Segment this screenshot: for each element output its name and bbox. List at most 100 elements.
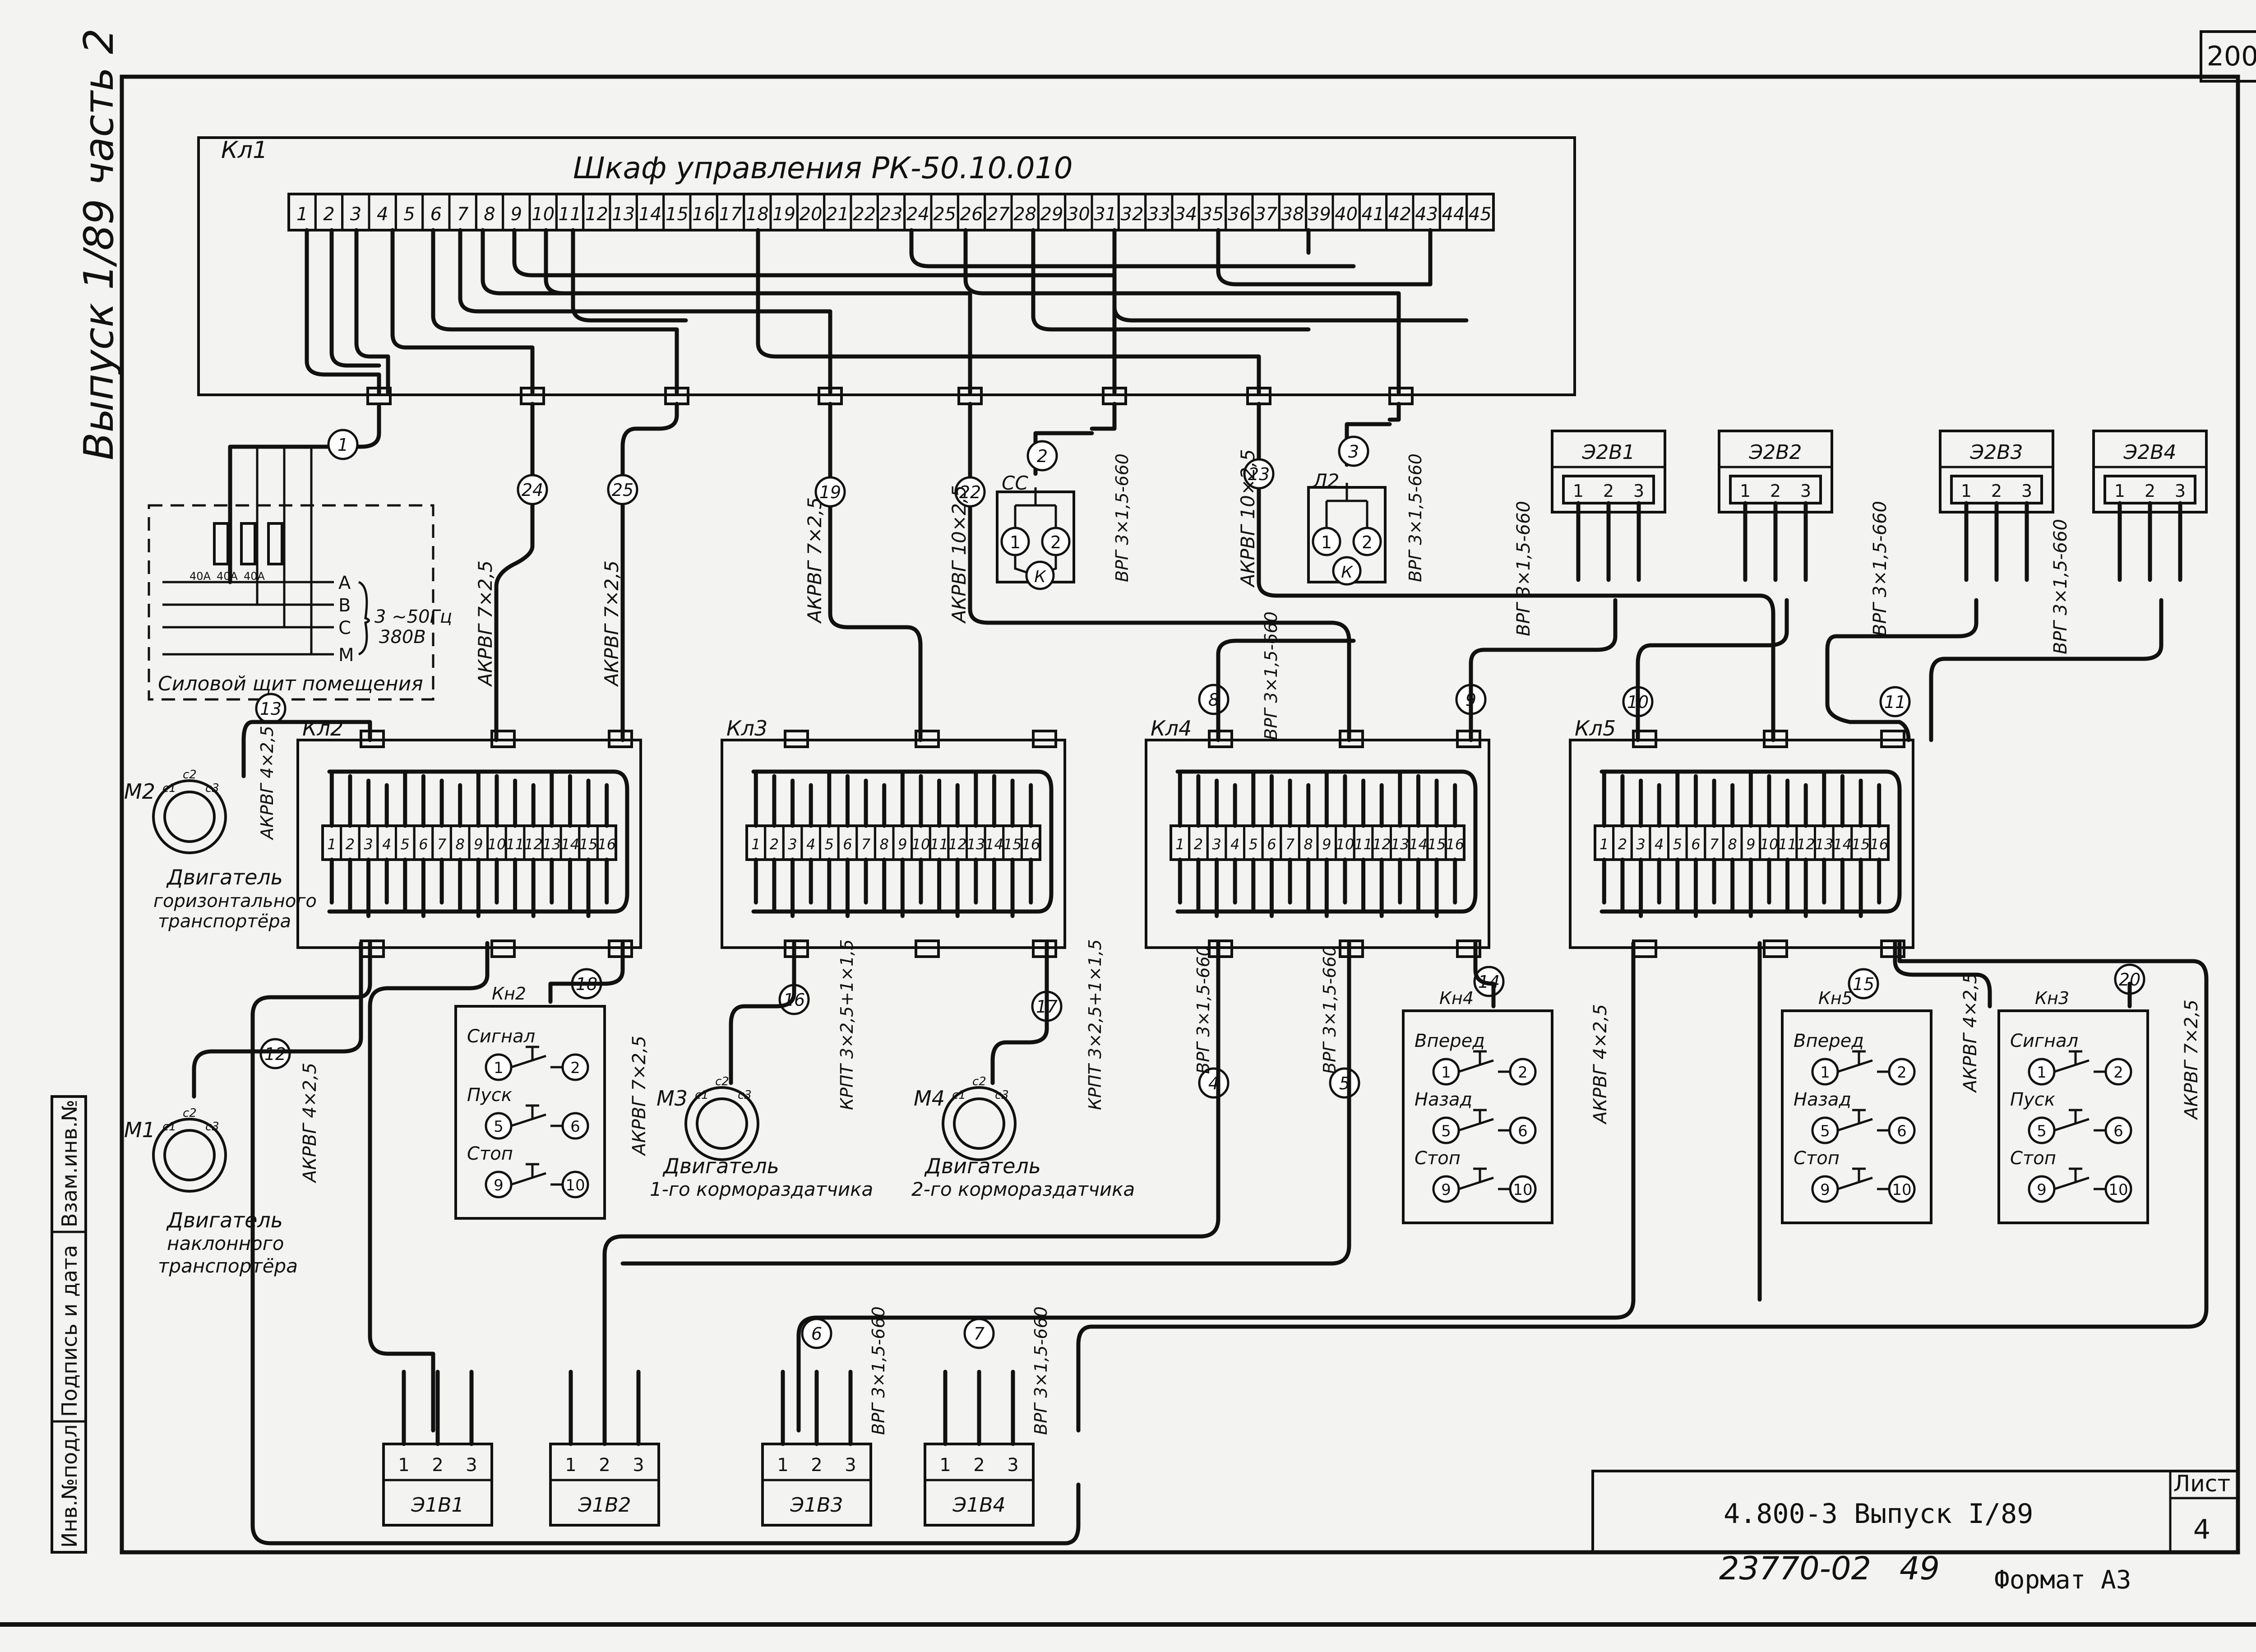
stamp-column: Взам.инв.№ Подпись и дата Инв.№подл — [51, 1095, 87, 1554]
junction-gland — [1456, 939, 1481, 958]
cabinet-terminal-label: 27 — [987, 204, 1010, 225]
station-contact-label: 6 — [2113, 1122, 2123, 1140]
junction-terminal-label: 1 — [751, 836, 760, 853]
cable-tag-circle — [1026, 440, 1058, 472]
junction-box-outline — [1569, 739, 1914, 949]
stamp-replace: Взам.инв.№ — [57, 1100, 82, 1227]
motor-c3: с3 — [995, 1088, 1009, 1102]
heater-top-terminal-label: 2 — [1991, 481, 2002, 501]
station-button-label: Назад — [1794, 1089, 1851, 1110]
cabinet-terminal-label: 37 — [1254, 204, 1277, 225]
heater-bottom-terminal-label: 2 — [599, 1455, 610, 1476]
l2-term-1: 1 — [1321, 532, 1332, 552]
motor-outer — [942, 1086, 1017, 1161]
heater-top-id: Э2В3 — [1970, 441, 2023, 464]
heater-bottom-terminal-label: 1 — [939, 1455, 951, 1476]
cabinet-terminal-label: 5 — [403, 204, 415, 225]
junction-terminal-label: 6 — [1691, 836, 1700, 853]
junction-terminal-label: 7 — [1710, 836, 1719, 853]
junction-terminal-label: 11 — [1778, 836, 1797, 853]
motor-id: М2 — [124, 779, 155, 804]
station-id: Кн4 — [1439, 988, 1474, 1008]
junction-gland — [1339, 939, 1364, 958]
signal-device-cc: 1 2 К СС — [996, 431, 1094, 590]
sheet-label: Лист — [2173, 1471, 2231, 1497]
junction-terminal-label: 13 — [1391, 836, 1409, 853]
cable-type-e2v1: ВРГ 3×1,5-660 — [1513, 501, 1534, 636]
cable-tag-6: 6 — [811, 1324, 822, 1344]
heater-top-terminal-label: 2 — [2145, 481, 2155, 501]
junction-gland — [490, 939, 516, 958]
cabinet-terminal-label: 33 — [1147, 204, 1170, 225]
cable-tag-22: 22 — [959, 482, 981, 502]
junction-gland — [1880, 939, 1905, 958]
station-button-label: Назад — [1415, 1089, 1472, 1110]
junction-terminal-label: 5 — [401, 836, 410, 853]
cable-type-13: АКРВГ 4×2,5 — [257, 726, 277, 841]
cable-type-4: ВРГ 3×1,5-660 — [1193, 945, 1213, 1074]
station-contact-label: 1 — [494, 1059, 504, 1077]
station-contact-label: 2 — [2113, 1064, 2123, 1082]
cable-type-7: ВРГ 3×1,5-660 — [1031, 1306, 1051, 1435]
station-switch — [1458, 1109, 1510, 1132]
junction-terminal-label: 3 — [1212, 836, 1221, 853]
junction-terminal-label: 10 — [912, 836, 930, 853]
heater-top-terminal-label: 1 — [1961, 481, 1972, 501]
cabinet-terminal-label: 22 — [853, 204, 876, 225]
station-contact-label: 9 — [1441, 1181, 1451, 1199]
junction-terminal-label: 6 — [843, 836, 852, 853]
junction-box-id: Кл3 — [726, 716, 767, 740]
junction-terminal-label: 16 — [1446, 836, 1464, 853]
heater-bottom-terminal-label: 3 — [1007, 1455, 1018, 1476]
cable-type-23: АКРВГ 10×2,5 — [1237, 449, 1259, 588]
cable-type-labels: АКРВГ 7×2,5 АКРВГ 7×2,5 АКРВГ 7×2,5 АКРВ… — [257, 449, 2202, 1435]
stamp-inventory: Инв.№подл — [57, 1425, 82, 1548]
heater-bottom-id: Э1В2 — [578, 1494, 631, 1517]
cable-tag-circle — [814, 476, 846, 508]
station-button-label: Пуск — [2010, 1089, 2055, 1110]
heater-bottom-terminal-label: 1 — [565, 1455, 576, 1476]
motor-outer — [152, 1118, 227, 1193]
cabinet-terminal-label: 39 — [1308, 204, 1331, 225]
junction-terminal-label: 15 — [1852, 836, 1870, 853]
junction-gland — [784, 730, 809, 748]
m2-caption-1: Двигатель — [166, 865, 283, 889]
cc-label: СС — [1002, 472, 1028, 494]
junction-terminal-label: 11 — [1354, 836, 1373, 853]
cable-tag-circle — [1329, 1067, 1360, 1099]
cable-tag-circle — [259, 1038, 291, 1069]
field-wiring — [192, 598, 2209, 1546]
station-contact-label: 1 — [1441, 1064, 1451, 1082]
motor-outer — [152, 779, 227, 854]
station-outline — [1781, 1009, 1932, 1224]
heater-bottom-terminal-label: 3 — [633, 1455, 644, 1476]
cabinet-terminal-label: 8 — [484, 204, 495, 225]
station-contact-label: 1 — [1820, 1064, 1830, 1082]
cabinet-terminal-label: 43 — [1415, 204, 1438, 225]
cable-tag-circle — [327, 429, 359, 460]
heater-top-terminal-label: 3 — [1800, 481, 1811, 501]
station-contact-label: 2 — [570, 1059, 580, 1077]
heater-top-terminal-label: 3 — [1633, 481, 1644, 501]
l2-k: К — [1341, 563, 1353, 582]
cable-tag-circle — [1198, 1067, 1230, 1099]
junction-terminal-label: 8 — [880, 836, 889, 853]
junction-terminal-label: 5 — [1249, 836, 1258, 853]
station-contact-label: 10 — [565, 1176, 585, 1194]
motor-c1: с1 — [162, 782, 176, 795]
cabinet-terminal-label: 9 — [511, 204, 522, 225]
cabinet-terminal-label: 21 — [826, 204, 849, 225]
heater-top-id: Э2В2 — [1749, 441, 1802, 464]
station-button-label: Вперед — [1415, 1031, 1485, 1051]
junction-terminal-label: 13 — [1815, 836, 1833, 853]
station-contact-label: 5 — [2037, 1122, 2047, 1140]
junction-terminal-label: 14 — [1409, 836, 1428, 853]
junction-terminal-label: 10 — [488, 836, 506, 853]
junction-terminal-label: 6 — [1267, 836, 1276, 853]
junction-gland — [1208, 730, 1233, 748]
station-button-label: Стоп — [1415, 1148, 1461, 1169]
heater-bottom-id: Э1В3 — [790, 1494, 843, 1517]
